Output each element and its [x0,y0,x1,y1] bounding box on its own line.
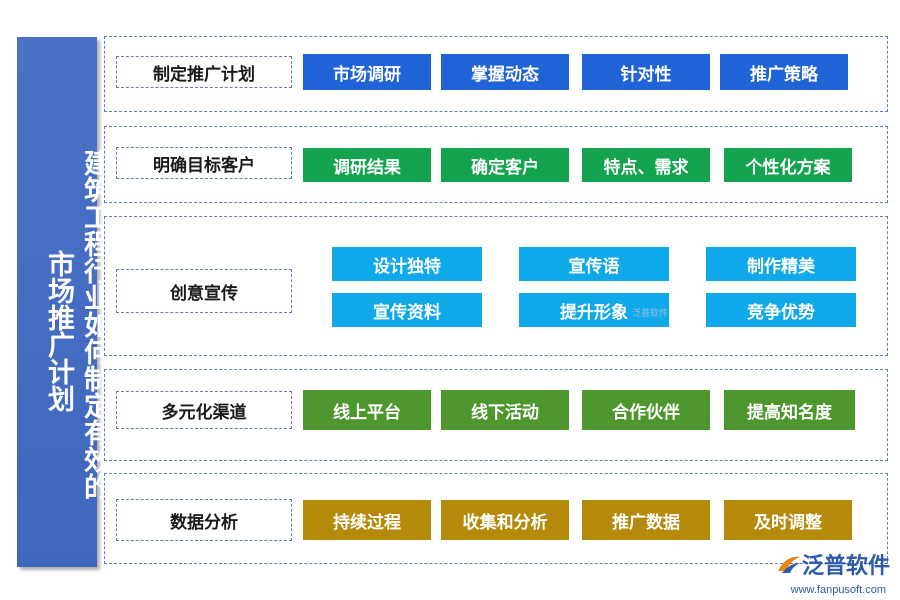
chip-collect-analyze: 收集和分析 [441,500,569,540]
row-label-creative: 创意宣传 [116,269,292,313]
row-channels: 多元化渠道 线上平台 线下活动 合作伙伴 提高知名度 [104,369,888,461]
chip-grasp-trends: 掌握动态 [441,54,569,90]
brand-name: 泛普软件 [801,554,890,579]
chip-competitive-advantage: 竞争优势 [706,293,856,327]
chip-unique-design: 设计独特 [332,247,482,281]
chip-strategy: 推广策略 [720,54,848,90]
row-data-analysis: 数据分析 持续过程 收集和分析 推广数据 及时调整 [104,473,888,564]
chip-research-results: 调研结果 [303,148,431,182]
brand-watermark: 泛普软件 [776,548,890,580]
chip-online-platform: 线上平台 [303,390,431,430]
chip-offline-activity: 线下活动 [441,390,569,430]
title-line-2: 市场推广计划 [43,250,74,412]
row-label-data-analysis: 数据分析 [116,499,292,541]
row-label-channels: 多元化渠道 [116,391,292,429]
chip-awareness: 提高知名度 [724,390,855,430]
chip-targeted: 针对性 [582,54,710,90]
row-label-plan: 制定推广计划 [116,56,292,88]
chip-identify-customer: 确定客户 [441,148,569,182]
chip-continuous-process: 持续过程 [303,500,431,540]
chip-timely-adjust: 及时调整 [724,500,852,540]
row-creative: 创意宣传 设计独特 宣传语 制作精美 宣传资料 提升形象 竞争优势 [104,216,888,356]
chip-improve-image: 提升形象 [519,293,669,327]
center-watermark: 泛普软件 [632,309,669,319]
row-plan: 制定推广计划 市场调研 掌握动态 针对性 推广策略 [104,36,888,112]
chip-market-research: 市场调研 [303,54,431,90]
row-label-target-customer: 明确目标客户 [116,147,292,179]
chip-features-needs: 特点、需求 [582,148,710,182]
brand-logo-icon [777,556,800,573]
chip-exquisite-production: 制作精美 [706,247,856,281]
brand-url: www.fanpusoft.com [790,584,886,596]
row-target-customer: 明确目标客户 调研结果 确定客户 特点、需求 个性化方案 [104,126,888,203]
chip-partners: 合作伙伴 [582,390,710,430]
chip-personalized-plan: 个性化方案 [724,148,852,182]
chip-slogan: 宣传语 [519,247,669,281]
chip-promo-materials: 宣传资料 [332,293,482,327]
title-panel: 建筑工程行业如何制定有效的 市场推广计划 [17,37,110,567]
chip-promo-data: 推广数据 [582,500,710,540]
